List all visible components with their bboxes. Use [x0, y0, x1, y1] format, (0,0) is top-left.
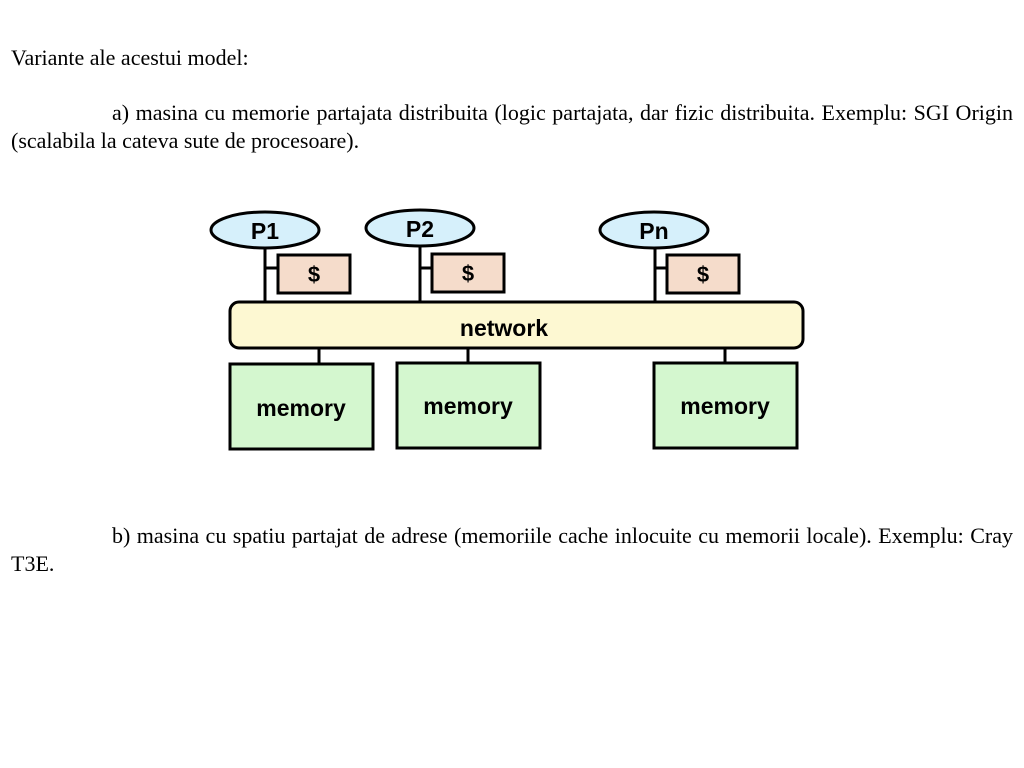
cache-1: $	[276, 253, 352, 295]
cache-label: $	[462, 261, 474, 286]
processor-p2: P2	[364, 208, 476, 248]
memory-label: memory	[423, 393, 513, 419]
memory-1: memory	[228, 362, 375, 451]
memory-label: memory	[680, 393, 770, 419]
network-label: network	[460, 315, 548, 341]
memory-label: memory	[256, 395, 346, 421]
processor-label: P1	[251, 218, 279, 244]
cache-n: $	[665, 253, 741, 295]
processor-connectors	[263, 247, 667, 302]
memory-n: memory	[652, 361, 799, 450]
paragraph-b: b) masina cu spatiu partajat de adrese (…	[11, 523, 1013, 576]
cache-2: $	[430, 252, 506, 294]
paragraph-a: a) masina cu memorie partajata distribui…	[11, 100, 1013, 153]
cache-label: $	[697, 262, 709, 287]
memory-connectors	[317, 348, 727, 364]
processor-label: Pn	[639, 218, 668, 244]
intro-text: Variante ale acestui model:	[11, 45, 249, 70]
cache-label: $	[308, 262, 320, 287]
network-bus: network	[228, 300, 805, 350]
processor-label: P2	[406, 216, 434, 242]
processor-p1: P1	[209, 210, 321, 250]
processor-pn: Pn	[598, 210, 710, 250]
memory-2: memory	[395, 361, 542, 450]
